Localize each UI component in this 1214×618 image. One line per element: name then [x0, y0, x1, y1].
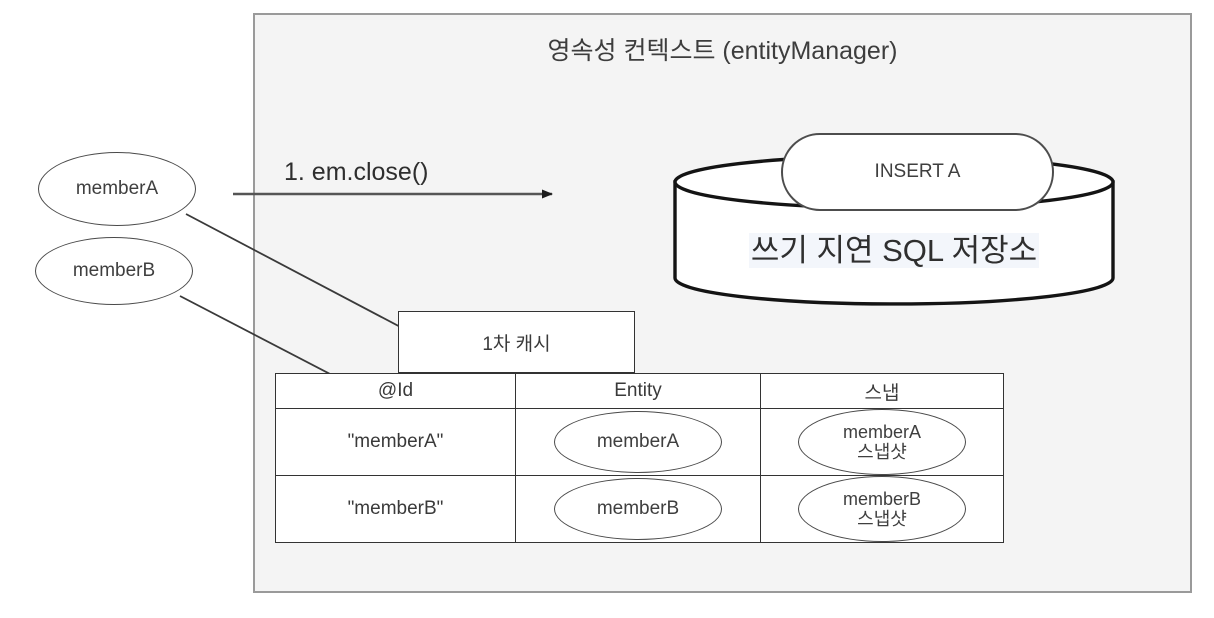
queued-sql-insert-a-label: INSERT A [874, 161, 961, 182]
first-level-cache-header-label: 1차 캐시 [482, 333, 551, 355]
persistence-context-title: 영속성 컨텍스트 (entityManager) [547, 37, 898, 65]
column-header-id: @Id [275, 373, 516, 409]
cell-id: "memberA" [275, 408, 516, 476]
queued-sql-insert-a: INSERT A [781, 133, 1054, 211]
step-label-em-close: 1. em.close() [284, 158, 429, 186]
cache-snapshot-label-line1: memberB [842, 488, 922, 509]
cell-id: "memberB" [275, 475, 516, 543]
cell-snapshot: memberA 스냅샷 [760, 408, 1004, 476]
cache-entity-ellipse: memberB [554, 478, 722, 540]
detached-entity-memberA: memberA [38, 152, 196, 226]
detached-entity-memberB-label: memberB [72, 260, 156, 282]
cell-entity: memberA [515, 408, 761, 476]
cache-snapshot-label-line2: 스냅샷 [857, 442, 907, 462]
table-row: "memberB" memberB memberB 스냅샷 [275, 475, 1004, 543]
column-header-snapshot: 스냅 [760, 373, 1004, 409]
cache-entity-label: memberA [596, 431, 680, 453]
table-row: "memberA" memberA memberA 스냅샷 [275, 408, 1004, 476]
cache-entity-ellipse: memberA [554, 411, 722, 473]
column-header-entity: Entity [515, 373, 761, 409]
first-level-cache-table: @Id Entity 스냅 "memberA" memberA memberA [275, 373, 1004, 543]
cache-snapshot-label-line2: 스냅샷 [857, 509, 907, 529]
table-header-row: @Id Entity 스냅 [275, 373, 1004, 409]
cache-snapshot-label-line1: memberA [842, 421, 922, 442]
cache-entity-label: memberB [596, 498, 680, 520]
cache-snapshot-ellipse: memberA 스냅샷 [798, 409, 966, 475]
first-level-cache-header: 1차 캐시 [398, 311, 635, 373]
cell-snapshot: memberB 스냅샷 [760, 475, 1004, 543]
detached-entity-memberB: memberB [35, 237, 193, 305]
cell-entity: memberB [515, 475, 761, 543]
cache-snapshot-ellipse: memberB 스냅샷 [798, 476, 966, 542]
write-behind-sql-store-label: 쓰기 지연 SQL 저장소 [748, 233, 1040, 268]
detached-entity-memberA-label: memberA [75, 178, 159, 200]
